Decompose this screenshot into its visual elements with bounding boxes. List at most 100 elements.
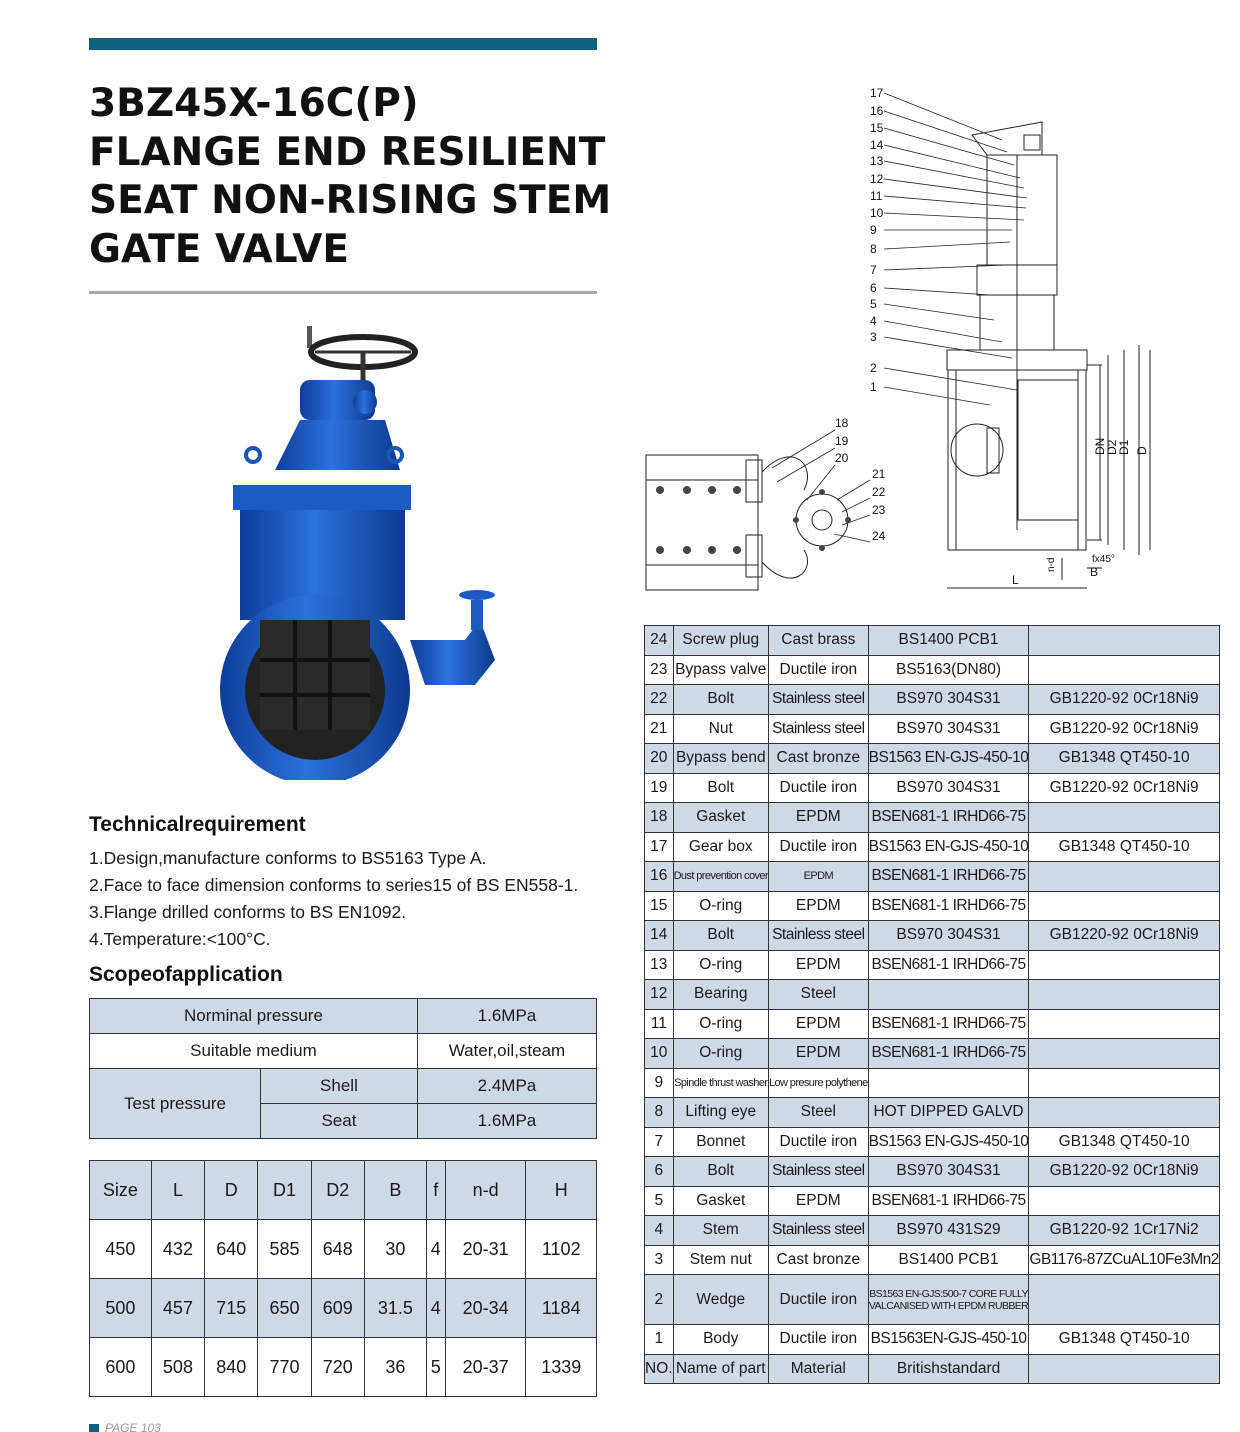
table-cell: Ductile iron — [767, 772, 869, 803]
table-cell: O-ring — [672, 890, 769, 921]
table-cell: 3 — [644, 1244, 674, 1275]
footer-mark — [89, 1424, 99, 1432]
table-cell: GB1220-92 0Cr18Ni9 — [1028, 713, 1220, 744]
table-cell: Cast bronze — [767, 1244, 869, 1275]
title-line-3: SEAT NON-RISING STEM — [89, 178, 612, 223]
table-cell — [867, 979, 1030, 1010]
table-cell: Spindle thrust washer — [672, 1067, 769, 1098]
dim-label-fx45: fx45° — [1092, 554, 1115, 565]
table-cell: 609 — [310, 1278, 365, 1338]
table-cell: 2 — [644, 1274, 674, 1325]
table-cell: EPDM — [767, 1185, 869, 1216]
table-cell: Ductile iron — [767, 654, 869, 685]
table-cell: 24 — [644, 625, 674, 656]
table-cell: 18 — [644, 802, 674, 833]
table-cell: BSEN681-1 IRHD66-75 — [867, 949, 1030, 980]
callout-leader-11 — [883, 195, 1027, 209]
table-cell — [1028, 1097, 1220, 1128]
table-cell: Bolt — [672, 684, 769, 715]
table-cell: Britishstandard — [867, 1353, 1030, 1384]
table-cell: BS1563 EN-GJS-450-10 — [867, 831, 1030, 862]
dim-label-dn: DN — [1093, 438, 1107, 455]
dim-label-d1: D1 — [1117, 439, 1131, 455]
table-cell: Material — [767, 1353, 869, 1384]
table-cell: 20-34 — [444, 1278, 527, 1338]
page-number: PAGE 103 — [105, 1422, 161, 1432]
table-cell: Stainless steel — [767, 920, 869, 951]
table-cell: L — [150, 1160, 206, 1220]
technical-requirement-heading: Technicalrequirement — [89, 813, 306, 836]
nominal-pressure-label: Norminal pressure — [89, 998, 418, 1034]
callout-label-16: 16 — [870, 104, 884, 118]
title-line-2: FLANGE END RESILIENT — [89, 129, 606, 175]
table-cell: GB1220-92 0Cr18Ni9 — [1028, 1156, 1220, 1187]
callout-leader-8 — [883, 241, 1011, 250]
callout-leader-3 — [883, 336, 1013, 359]
table-cell: 20 — [644, 743, 674, 774]
table-cell — [1028, 949, 1220, 980]
table-cell: BS970 304S31 — [867, 713, 1030, 744]
table-cell: GB1220-92 0Cr18Ni9 — [1028, 684, 1220, 715]
table-cell: BS1563 EN-GJS-450-10 — [867, 1126, 1030, 1157]
table-cell: D2 — [310, 1160, 365, 1220]
valve-section-drawing: 18 19 20 21 22 23 24 DN D2 D1 D L n-d B … — [645, 86, 1151, 591]
callout-label-17: 17 — [870, 86, 884, 100]
table-cell: 1 — [644, 1324, 674, 1355]
suitable-medium-label: Suitable medium — [89, 1033, 418, 1069]
page-title: 3BZ45X-16C(P) FLANGE END RESILIENT SEAT … — [89, 80, 612, 274]
table-cell: 17 — [644, 831, 674, 862]
table-cell: GB1176-87ZCuAL10Fe3Mn2 — [1028, 1244, 1220, 1275]
table-cell: Stainless steel — [767, 1215, 869, 1246]
shell-value: 2.4MPa — [416, 1068, 598, 1104]
table-cell — [867, 1067, 1030, 1098]
callout-label-6: 6 — [870, 281, 877, 295]
top-accent-bar — [89, 38, 597, 50]
table-cell: 1339 — [525, 1337, 597, 1397]
table-cell: H — [525, 1160, 597, 1220]
table-cell — [1028, 802, 1220, 833]
callout-leader-15 — [883, 127, 1015, 166]
list-item: 2.Face to face dimension conforms to ser… — [89, 875, 579, 895]
title-line-1: 3BZ45X-16C(P) — [89, 81, 419, 126]
table-cell: 1102 — [525, 1219, 597, 1279]
table-cell: 640 — [204, 1219, 259, 1279]
table-cell: Bolt — [672, 920, 769, 951]
table-cell: 5 — [425, 1337, 446, 1397]
table-cell: D — [204, 1160, 259, 1220]
table-cell: Wedge — [672, 1274, 769, 1325]
table-cell: Gasket — [672, 1185, 769, 1216]
callout-label-23: 23 — [872, 503, 886, 517]
technical-requirement-list: 1.Design,manufacture conforms to BS5163 … — [89, 845, 629, 953]
table-cell: 6 — [644, 1156, 674, 1187]
table-cell: 650 — [257, 1278, 312, 1338]
table-cell: 10 — [644, 1038, 674, 1069]
table-cell: D1 — [257, 1160, 312, 1220]
table-cell: BSEN681-1 IRHD66-75 — [867, 1038, 1030, 1069]
callout-leader-7 — [883, 264, 1008, 271]
nominal-pressure-value: 1.6MPa — [416, 998, 598, 1034]
callout-label-22: 22 — [872, 485, 886, 499]
table-cell: 5 — [644, 1185, 674, 1216]
callout-label-12: 12 — [870, 172, 884, 186]
callout-label-11: 11 — [870, 189, 883, 203]
table-cell: EPDM — [767, 802, 869, 833]
callout-leader-10 — [883, 212, 1025, 221]
callout-leader-16 — [883, 110, 1008, 153]
dim-label-b: B — [1090, 565, 1098, 579]
table-cell: O-ring — [672, 1038, 769, 1069]
table-cell: 30 — [363, 1219, 427, 1279]
table-cell: Bolt — [672, 1156, 769, 1187]
table-cell: Bolt — [672, 772, 769, 803]
table-cell: BS970 304S31 — [867, 920, 1030, 951]
table-cell: Stainless steel — [767, 713, 869, 744]
